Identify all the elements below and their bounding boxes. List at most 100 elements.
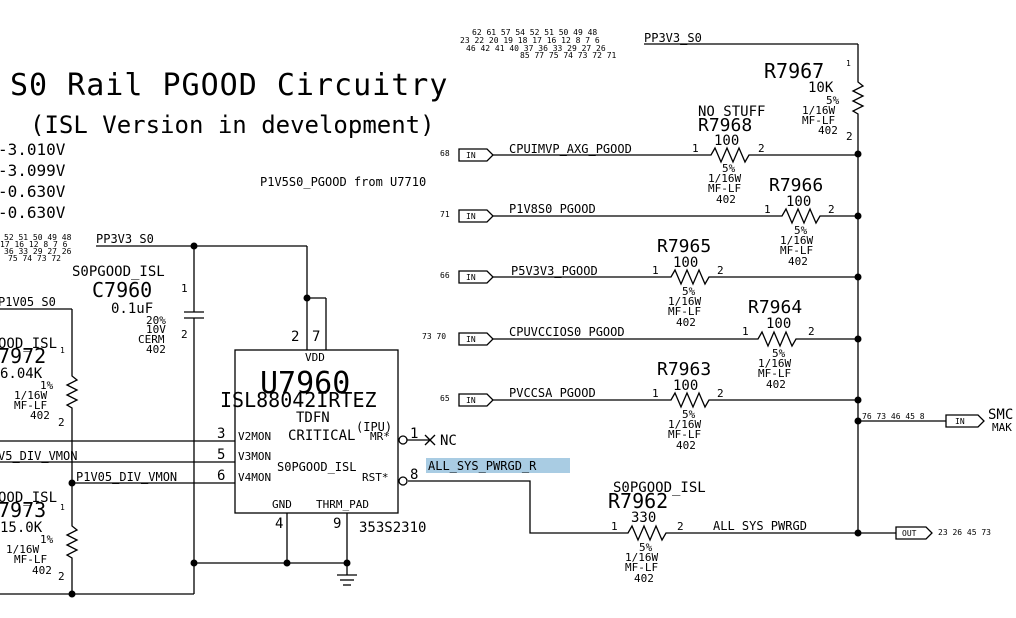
port-smc-refs: 76 73 46 45 8 (862, 412, 925, 421)
page-subtitle: (ISL Version in development) (30, 111, 435, 139)
port-ref: 73 70 (422, 332, 446, 341)
port-dir: IN (466, 212, 476, 221)
net-v5-div-vmon: V5_DIV_VMON (0, 449, 77, 463)
r7973-ref: 7973 (0, 498, 46, 522)
r7962-ref: R7962 (608, 489, 668, 513)
ic-u7960: VDD U7960 ISL88042IRTEZ TDFN (IPU) CRITI… (217, 294, 457, 586)
port-ref: 71 (440, 210, 450, 219)
r7968-note: NO STUFF (698, 104, 765, 120)
r7973-pin2: 2 (58, 570, 65, 583)
resistor-r7964: R7964 100 1 2 5% 1/16W MF-LF 402 (742, 297, 858, 391)
r7967-pin1: 1 (846, 59, 851, 68)
rail-left-label: PP3V3_S0 (96, 232, 154, 246)
r7972-value: 6.04K (0, 366, 43, 382)
resistor-r7967: R7967 1 10K 5% 1/16W MF-LF 402 2 (764, 59, 865, 143)
r7967-tol: 5% (826, 94, 840, 107)
ic-vdd: VDD (305, 351, 325, 364)
c7960-group: S0PGOOD_ISL (72, 264, 165, 280)
r7966-type: MF-LF (780, 244, 813, 257)
port-dir: IN (466, 396, 476, 405)
ic-rst: RST* (362, 471, 389, 484)
port-ref: 66 (440, 271, 450, 280)
pin-thrm: 9 (333, 516, 341, 532)
page-title: S0 Rail PGOOD Circuitry (10, 68, 448, 103)
r7965-pin2: 2 (717, 264, 724, 277)
rail-left-refs-1: 52 51 50 49 48 (4, 233, 72, 242)
rail-top-label: PP3V3_S0 (644, 31, 702, 45)
r7967-pin2: 2 (846, 130, 853, 143)
rail-top: 62 61 57 54 52 51 50 49 48 23 22 20 19 1… (460, 28, 859, 78)
port-p5v3v3: 66 IN P5V3V3_PGOOD (440, 264, 665, 284)
r7964-power: 1/16W (758, 357, 791, 370)
r7966-pin2: 2 (828, 203, 835, 216)
pin-v4: 6 (217, 468, 225, 484)
ic-v4mon: V4MON (238, 471, 271, 484)
r7963-pkg: 402 (676, 439, 696, 452)
rail-top-refs-3: 46 42 41 40 37 36 33 29 27 26 (466, 44, 606, 53)
resistor-r7965: R7965 100 1 2 5% 1/16W MF-LF 402 (652, 236, 858, 329)
threshold-3: -0.630V (0, 182, 66, 201)
r7964-value: 100 (766, 316, 791, 332)
port-smc-dir: IN (955, 417, 965, 426)
net-label: CPUIMVP_AXG_PGOOD (509, 142, 632, 156)
r7966-tol: 5% (794, 224, 808, 237)
net-all-sys-pwrgd-r: ALL_SYS_PWRGD_R (428, 459, 537, 473)
ic-ref: U7960 (260, 366, 350, 401)
r7964-pin2: 2 (808, 325, 815, 338)
r7963-power: 1/16W (668, 418, 701, 431)
net-p1v05-div-vmon: P1V05_DIV_VMON (76, 470, 177, 484)
capacitor-c7960: S0PGOOD_ISL C7960 1 0.1uF 20% 10V 2 CERM… (72, 264, 188, 356)
net-p1v05-s0: P1V05_S0 (0, 295, 56, 309)
port-dir: IN (466, 151, 476, 160)
ic-group: S0PGOOD_ISL (277, 460, 356, 474)
pin-v2: 3 (217, 426, 225, 442)
p1v5-note: P1V5S0_PGOOD from U7710 (260, 175, 426, 189)
rail-top-refs-4: 85 77 75 74 73 72 71 (520, 51, 617, 60)
r7962-type: MF-LF (625, 561, 658, 574)
ic-pkg: TDFN (296, 410, 330, 426)
port-cpuimvp-axg: 68 IN CPUIMVP_AXG_PGOOD (440, 142, 705, 162)
r7962-pin1: 1 (611, 520, 618, 533)
r7963-value: 100 (673, 378, 698, 394)
net-label: P5V3V3_PGOOD (511, 264, 598, 278)
r7967-value: 10K (808, 80, 834, 96)
r7963-tol: 5% (682, 408, 696, 421)
pin-mr: 1 (410, 426, 418, 442)
port-pvccsa: 65 IN PVCCSA_PGOOD (440, 386, 665, 407)
threshold-4: -0.630V (0, 203, 66, 222)
r7973-power: 1/16W (6, 543, 39, 556)
r7962-value: 330 (631, 510, 656, 526)
c7960-voltage: 10V (146, 323, 166, 336)
r7965-tol: 5% (682, 285, 696, 298)
r7967-pkg: 402 (818, 124, 838, 137)
net-label: P1V8S0_PGOOD (509, 202, 596, 216)
divider-network: P1V05_S0 OOD_ISL 7972 1 6.04K 1% 1/16W M… (0, 295, 347, 598)
pin-vdd-a: 2 (291, 329, 299, 345)
r7972-pin1: 1 (60, 346, 65, 355)
ic-critical: CRITICAL (288, 428, 355, 444)
resistor-r7966: R7966 100 1 2 5% 1/16W MF-LF 402 (764, 175, 858, 268)
r7966-pin1: 1 (764, 203, 771, 216)
r7972-type: MF-LF (14, 399, 47, 412)
rail-left: 52 51 50 49 48 17 16 12 8 7 6 36 33 29 2… (0, 232, 308, 563)
ic-apn: 353S2310 (359, 520, 426, 536)
ic-ipu: (IPU) (356, 420, 392, 434)
port-out-dir: OUT (902, 529, 917, 538)
rail-left-refs-4: 75 74 73 72 (8, 254, 61, 263)
ic-part: ISL88042IRTEZ (220, 388, 377, 412)
port-out-refs: 23 26 45 73 (938, 528, 991, 537)
net-label: PVCCSA_PGOOD (509, 386, 596, 400)
r7962-pin2: 2 (677, 520, 684, 533)
port-smc: 76 73 46 45 8 IN SMC MAK (858, 407, 1013, 434)
net-nc: NC (440, 433, 457, 449)
r7972-pin2: 2 (58, 416, 65, 429)
r7972-ref: 7972 (0, 344, 46, 368)
r7973-pin1: 1 (60, 503, 65, 512)
r7973-value: 15.0K (0, 520, 43, 536)
c7960-pin2: 2 (181, 328, 188, 341)
threshold-1: -3.010V (0, 140, 66, 159)
c7960-ref: C7960 (92, 278, 152, 302)
r7972-pkg: 402 (30, 409, 50, 422)
port-cpuvccios0: 73 70 IN CPUVCCIOS0_PGOOD (422, 325, 752, 346)
